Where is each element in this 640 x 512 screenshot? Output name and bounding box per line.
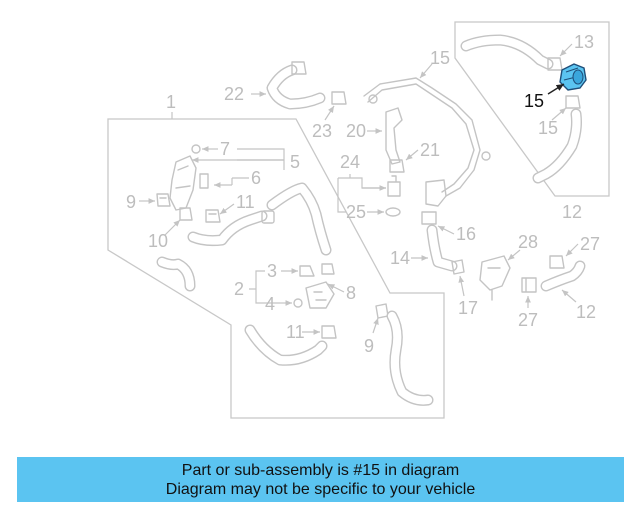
callout-3: 3: [267, 261, 277, 281]
gasket-ring: [191, 144, 201, 154]
seal-27: [521, 277, 537, 293]
callout-11b: 11: [286, 322, 305, 342]
callout-6: 6: [251, 168, 261, 188]
callout-9a: 9: [126, 192, 136, 212]
clip-11-upper: [205, 209, 221, 223]
clip-11-lower: [321, 325, 337, 339]
info-banner: Part or sub-assembly is #15 in diagram D…: [17, 457, 624, 502]
callout-8: 8: [346, 283, 356, 303]
o-ring-23: [385, 207, 401, 217]
pump-28: [479, 255, 511, 301]
clip-14: [565, 95, 581, 109]
highlighted-part-15: [559, 63, 587, 91]
callout-18: 16: [456, 224, 476, 244]
callout-10: 10: [148, 231, 168, 251]
callout-14: 15: [538, 118, 558, 138]
callout-22: 24: [340, 152, 360, 172]
assembly-frame-1: [107, 118, 445, 419]
clip-10: [179, 207, 193, 221]
callout-26: 12: [576, 302, 596, 322]
banner-line-1: Part or sub-assembly is #15 in diagram: [181, 462, 460, 479]
clip-18: [421, 211, 437, 225]
callout-27b: 27: [518, 310, 538, 330]
clip-21: [389, 159, 405, 173]
callout-21: 21: [420, 140, 440, 160]
fitting-18: [425, 179, 447, 207]
pipe-20: [385, 107, 403, 165]
callout-25: 23: [312, 121, 332, 141]
callout-24: 22: [224, 84, 244, 104]
callout-9b: 9: [364, 336, 374, 356]
callout-5: 5: [290, 152, 300, 172]
sensor-22: [387, 175, 401, 197]
callout-13: 13: [574, 32, 594, 52]
assembly-frame-12: [454, 21, 610, 197]
clip-27-upper: [549, 255, 565, 269]
clip-24: [291, 61, 307, 75]
clip-part: [199, 173, 209, 189]
callout-12: 12: [562, 202, 582, 222]
clip-8: [321, 263, 335, 275]
callout-16: 15: [430, 48, 450, 68]
clip-9-right: [375, 303, 389, 319]
clip-9-left: [156, 193, 171, 207]
o-ring-4: [293, 298, 303, 308]
callout-17: 14: [390, 248, 410, 268]
callout-19: 17: [458, 298, 478, 318]
hose-pipe-3: [299, 265, 315, 277]
clip-hose-upper: [261, 210, 275, 224]
pipe-16: [363, 77, 481, 197]
callout-2: 2: [234, 279, 244, 299]
clip-19: [451, 259, 465, 275]
clip-25: [331, 91, 347, 105]
callout-7: 7: [220, 139, 230, 159]
callout-27a: 27: [580, 234, 600, 254]
callout-20: 20: [346, 121, 366, 141]
callout-1: 1: [166, 92, 176, 112]
thermostat-housing: [169, 155, 197, 211]
callout-11a: 11: [236, 192, 255, 212]
banner-line-2: Diagram may not be specific to your vehi…: [165, 481, 476, 498]
callout-23: 25: [346, 202, 366, 222]
pump-8: [305, 281, 335, 309]
parts-diagram: 1 7 5 6 9 10 11 3 2 4 8 11 9: [107, 21, 610, 419]
callout-4: 4: [265, 294, 275, 314]
callout-28: 28: [518, 232, 538, 252]
callout-15: 15: [524, 91, 544, 111]
